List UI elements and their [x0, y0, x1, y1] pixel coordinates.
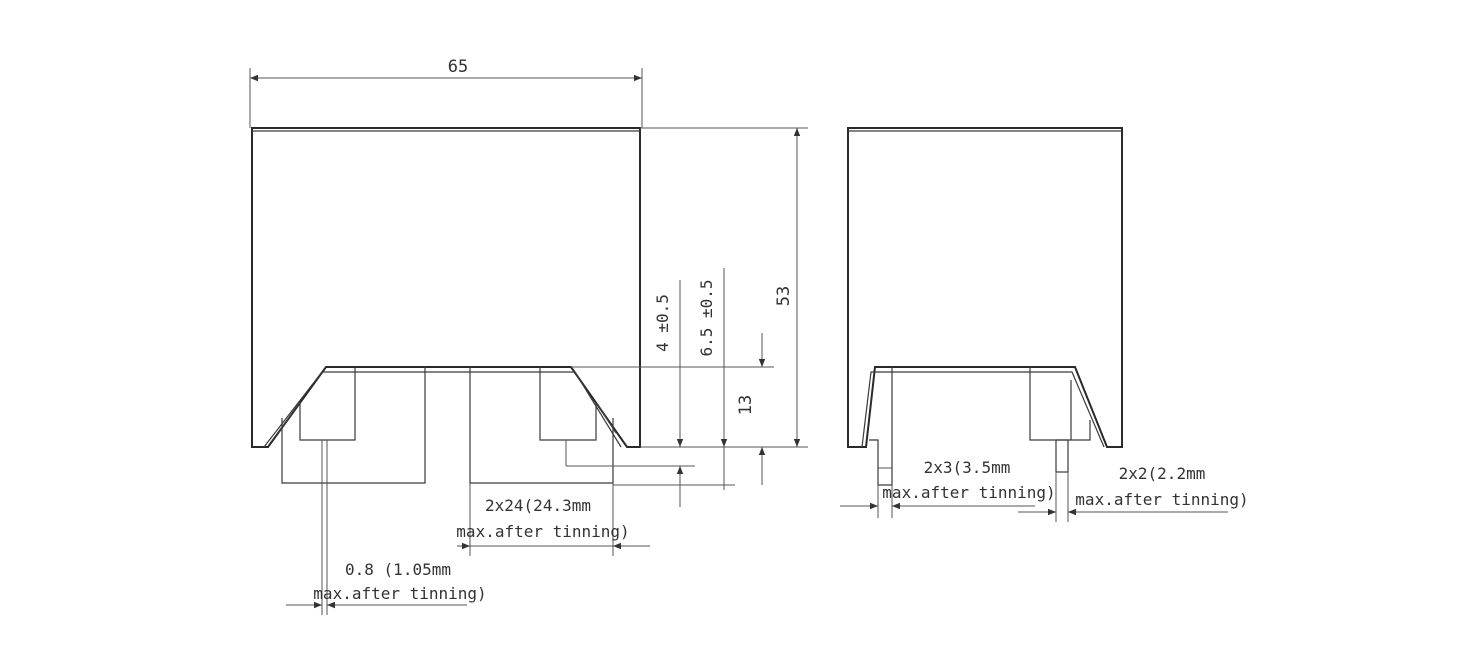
dimension-height: 53: [640, 127, 808, 448]
dimension-width: 65: [249, 57, 643, 128]
side-b-note-line2: max.after tinning): [1075, 490, 1248, 509]
pitch-note-line2: max.after tinning): [456, 522, 629, 541]
right-foot: [469, 367, 617, 484]
lead-width-note-line2: max.after tinning): [313, 584, 486, 603]
height-label: 53: [774, 286, 794, 306]
front-bend-inner: [263, 371, 622, 448]
pitch-note-line1: 2x24(24.3mm: [485, 496, 591, 515]
dimension-side-a: 2x3(3.5mm max.after tinning): [840, 458, 1056, 518]
side-pin: [1055, 439, 1069, 473]
dimension-pitch: 2x24(24.3mm max.after tinning): [456, 483, 650, 556]
side-a-note-line2: max.after tinning): [882, 483, 1055, 502]
side-b-note-line1: 2x2(2.2mm: [1119, 464, 1206, 483]
dimension-tab-height: 13: [571, 333, 774, 485]
dimension-lead-4: 4 ±0.5: [613, 280, 695, 507]
dimension-lead-6-5: 6.5 ±0.5: [613, 268, 735, 490]
side-a-note-line1: 2x3(3.5mm: [924, 458, 1011, 477]
lead-4-label: 4 ±0.5: [653, 294, 672, 352]
side-bend-inner: [861, 371, 1105, 448]
front-view: 65 53 13 4 ±0.5 6.5 ±: [249, 57, 808, 615]
side-body-outline: [847, 127, 1123, 448]
dimension-lead-width: 0.8 (1.05mm max.after tinning): [286, 466, 487, 615]
front-body-outline: [251, 127, 641, 448]
width-label: 65: [448, 57, 468, 77]
side-view: 2x3(3.5mm max.after tinning) 2x2(2.2mm m…: [840, 127, 1249, 522]
left-foot: [277, 367, 426, 484]
dimension-side-b: 2x2(2.2mm max.after tinning): [1018, 464, 1249, 522]
lead-6-5-label: 6.5 ±0.5: [697, 279, 716, 356]
tab-height-label: 13: [736, 395, 756, 415]
lead-width-note-line1: 0.8 (1.05mm: [345, 560, 451, 579]
